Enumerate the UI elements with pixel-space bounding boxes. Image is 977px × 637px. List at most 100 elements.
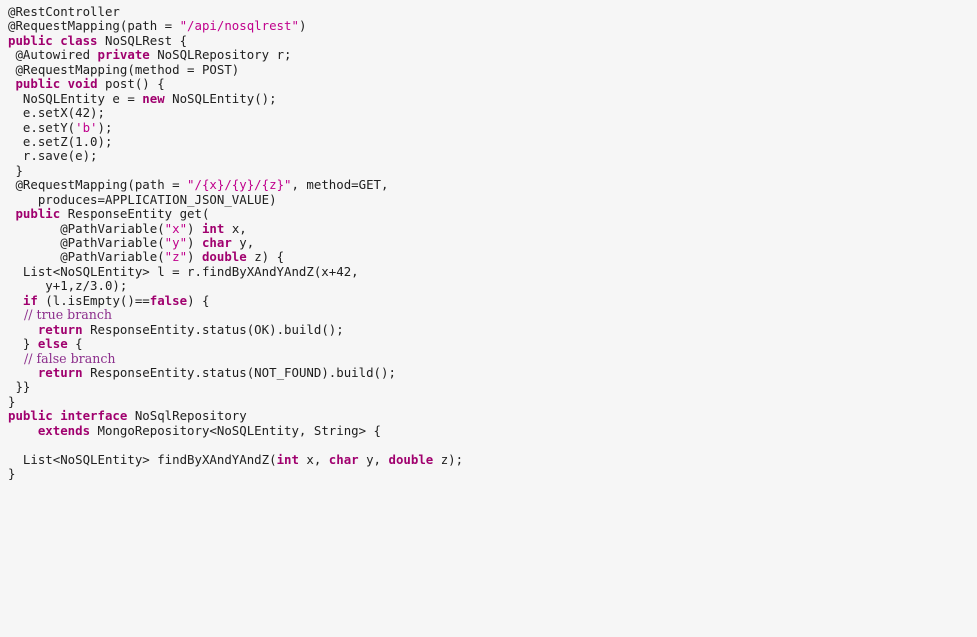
code-line: // true branch	[8, 307, 977, 323]
code-string: "x"	[164, 220, 188, 236]
code-line	[8, 438, 977, 452]
code-text: post() {	[97, 76, 165, 92]
code-text: );	[97, 119, 113, 135]
code-text: x,	[298, 451, 329, 467]
code-text: x,	[224, 220, 247, 236]
code-text: NoSqlRepository	[127, 408, 247, 424]
code-string: 'b'	[75, 119, 98, 135]
code-line: @RequestMapping(method = POST)	[8, 61, 977, 77]
code-text	[8, 423, 38, 438]
code-text: @PathVariable(	[8, 220, 165, 236]
code-text: List<NoSQLEntity> l = r.findByXAndYAndZ(…	[8, 263, 359, 279]
code-line: NoSQLEntity e = new NoSQLEntity();	[8, 90, 977, 106]
code-keyword: private	[97, 47, 150, 63]
code-text	[8, 293, 23, 308]
code-text: y,	[231, 235, 255, 250]
code-line: e.setX(42);	[8, 105, 977, 121]
code-text: }	[8, 336, 38, 352]
code-comment: // false branch	[8, 350, 116, 366]
code-keyword: return	[37, 364, 83, 380]
code-text: NoSQLEntity e =	[8, 90, 143, 106]
code-line: @PathVariable("y") char y,	[8, 235, 977, 250]
code-text: z);	[433, 451, 464, 467]
code-text: @Autowired	[8, 47, 98, 63]
code-text: e.setZ(1.0);	[8, 133, 113, 149]
code-text: }	[8, 466, 16, 481]
code-keyword: false	[149, 292, 188, 308]
code-line: return ResponseEntity.status(OK).build()…	[8, 321, 977, 337]
code-line: return ResponseEntity.status(NOT_FOUND).…	[8, 364, 977, 380]
code-line: extends MongoRepository<NoSQLEntity, Str…	[8, 422, 977, 438]
code-text: NoSQLRepository r;	[149, 47, 292, 63]
code-line: List<NoSQLEntity> findByXAndYAndZ(int x,…	[8, 451, 977, 467]
code-text: NoSQLRest {	[97, 32, 188, 48]
code-keyword: public interface	[8, 408, 128, 424]
code-keyword: extends	[37, 422, 91, 438]
code-line: }}	[8, 380, 977, 394]
code-comment: // true branch	[8, 307, 113, 323]
code-keyword: double	[388, 451, 434, 467]
code-text	[8, 365, 38, 380]
code-text: y,	[358, 451, 389, 467]
code-text: )	[187, 249, 202, 265]
code-text: (l.isEmpty()==	[37, 292, 150, 308]
code-text: )	[187, 235, 202, 250]
code-keyword: char	[201, 235, 232, 250]
code-keyword: char	[328, 451, 359, 467]
code-text: e.setX(42);	[8, 105, 105, 121]
code-line: public interface NoSqlRepository	[8, 409, 977, 423]
code-text: r.save(e);	[8, 148, 98, 164]
code-keyword: public	[15, 206, 61, 222]
code-text: @RequestMapping(path =	[8, 18, 180, 34]
code-line: @RestController	[8, 4, 977, 19]
code-line: produces=APPLICATION_JSON_VALUE)	[8, 191, 977, 207]
code-line: public ResponseEntity get(	[8, 206, 977, 222]
code-text: z) {	[246, 249, 285, 265]
code-keyword: int	[201, 220, 225, 236]
code-line: @PathVariable("x") int x,	[8, 220, 977, 236]
code-text: NoSQLEntity();	[164, 90, 277, 106]
code-line: if (l.isEmpty()==false) {	[8, 292, 977, 308]
code-line: public class NoSQLRest {	[8, 32, 977, 48]
code-line: @RequestMapping(path = "/api/nosqlrest")	[8, 19, 977, 33]
code-text: List<NoSQLEntity> findByXAndYAndZ(	[8, 451, 277, 467]
code-string: "z"	[164, 249, 188, 265]
code-text: }	[8, 162, 23, 178]
code-line: @RequestMapping(path = "/{x}/{y}/{z}", m…	[8, 178, 977, 192]
code-text: , method=GET,	[291, 177, 389, 193]
code-text: @PathVariable(	[8, 249, 165, 265]
code-text: y+1,z/3.0);	[8, 278, 128, 294]
code-keyword: public void	[15, 76, 98, 92]
code-keyword: else	[37, 336, 68, 352]
code-text: {	[67, 336, 83, 352]
code-string: "/api/nosqlrest"	[179, 18, 299, 34]
code-line: }	[8, 466, 977, 481]
code-keyword: return	[37, 321, 83, 337]
code-line: }	[8, 162, 977, 178]
code-text: }	[8, 393, 16, 409]
code-line: } else {	[8, 336, 977, 352]
code-text: ResponseEntity get(	[60, 206, 210, 222]
code-line: e.setY('b');	[8, 119, 977, 135]
code-text: @PathVariable(	[8, 235, 165, 250]
code-line: }	[8, 393, 977, 409]
code-text: )	[298, 18, 307, 34]
code-text: ResponseEntity.status(OK).build();	[82, 321, 344, 337]
code-line: public void post() {	[8, 76, 977, 92]
code-text: @RequestMapping(path =	[8, 177, 188, 193]
code-string: "y"	[164, 235, 188, 250]
code-keyword: int	[276, 451, 299, 467]
code-line: @Autowired private NoSQLRepository r;	[8, 48, 977, 62]
code-text: produces=APPLICATION_JSON_VALUE)	[8, 191, 277, 207]
code-string: "/{x}/{y}/{z}"	[187, 177, 292, 193]
code-keyword: new	[142, 90, 165, 106]
code-text: }}	[8, 379, 31, 395]
code-keyword: public class	[8, 32, 98, 48]
code-text: @RequestMapping(method = POST)	[8, 61, 240, 77]
code-text: e.setY(	[8, 119, 76, 135]
code-line: @PathVariable("z") double z) {	[8, 250, 977, 264]
code-keyword: double	[201, 249, 247, 265]
code-text: )	[187, 220, 202, 236]
code-line: // false branch	[8, 350, 977, 366]
